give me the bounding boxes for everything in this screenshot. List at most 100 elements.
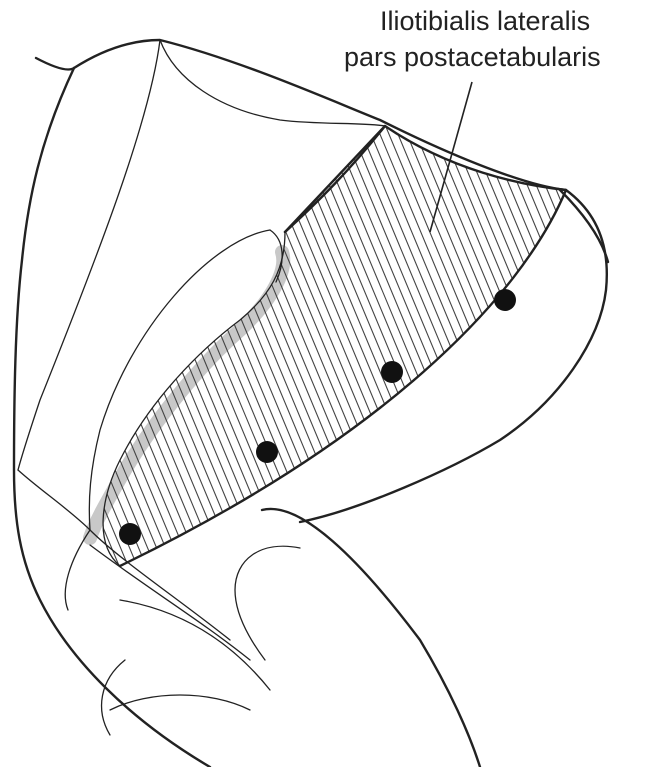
hatch-line [468,0,672,767]
hatch-line [180,0,500,767]
hatch-line [315,0,635,767]
hatch-line [27,0,347,767]
hatch-line [0,0,167,767]
attachment-dot [256,441,278,463]
hatch-line [459,0,672,767]
hatch-line [576,0,672,767]
hatch-line [360,0,672,767]
hatch-line [0,0,113,767]
hatch-line [81,0,401,767]
hatch-line [0,0,77,767]
hatch-line [117,0,437,767]
foot-curve-2 [102,660,125,735]
hatch-line [585,0,672,767]
hatch-line [63,0,383,767]
limb-front-margin [14,68,210,767]
hatch-line [522,0,672,767]
hatch-line [648,0,672,767]
hatch-line [504,0,672,767]
hatch-line [171,0,491,767]
hatch-line [567,0,672,767]
hatch-line [513,0,672,767]
hatch-line [387,0,672,767]
hatch-line [0,0,257,767]
lower-leg-curve [235,546,300,660]
limb-posterior-contour [560,190,608,262]
hatch-line [153,0,473,767]
hatch-line [603,0,672,767]
hatch-line [441,0,672,767]
hatch-line [495,0,672,767]
hatch-line [0,0,23,767]
hatch-line [162,0,482,767]
hatch-line [414,0,672,767]
hatch-line [549,0,672,767]
hatch-line [0,0,293,767]
hatch-line [342,0,662,767]
attachment-dot [494,289,516,311]
hatch-line [45,0,365,767]
hatch-line [234,0,554,767]
hatch-line [0,0,239,767]
hatch-line [0,0,5,767]
foot-curve [110,695,250,710]
hatch-line [666,0,672,767]
hatch-line [9,0,329,767]
hatch-line [216,0,536,767]
hatch-line [612,0,672,767]
hatch-line [0,0,140,767]
hatch-line [630,0,672,767]
attachment-dot [381,361,403,383]
hatch-line [432,0,672,767]
hatch-line [189,0,509,767]
hatch-line [0,0,194,767]
hatch-line [0,0,185,767]
hatch-line [477,0,672,767]
hatch-line [0,0,122,767]
hatch-line [378,0,672,767]
hatch-line [225,0,545,767]
hatch-line [252,0,572,767]
hatch-line [0,0,68,767]
hatch-line [396,0,672,767]
hatch-line [324,0,644,767]
lower-leg-fold [90,545,250,660]
hatch-line [639,0,672,767]
attachment-dot [119,523,141,545]
hatch-line [0,0,158,767]
hatch-line [243,0,563,767]
hatch-line [0,0,41,767]
hatch-line [270,0,590,767]
hatch-line [288,0,608,767]
hatch-line [0,0,320,767]
hatch-line [0,0,50,767]
hatch-line [72,0,392,767]
hatch-line [198,0,518,767]
hatch-line [54,0,374,767]
hatch-line [126,0,446,767]
hatch-line [261,0,581,767]
hatch-line [0,0,248,767]
hatch-line [306,0,626,767]
hatch-line [108,0,428,767]
thigh-line-5 [18,470,90,530]
muscle-outline [120,126,566,566]
hatch-line [0,0,14,767]
hatch-line [657,0,672,767]
hatch-line [90,0,410,767]
hatch-line [279,0,599,767]
hatch-line [486,0,672,767]
hatch-line [351,0,671,767]
hatch-line [621,0,672,767]
thigh-line-1 [18,40,160,470]
muscle-label-line-1: Iliotibialis lateralis [380,6,590,37]
hatch-line [531,0,672,767]
hatch-line [558,0,672,767]
hatch-line [423,0,672,767]
hatch-line [0,0,59,767]
hatch-line [0,0,266,767]
hatch-line [333,0,653,767]
